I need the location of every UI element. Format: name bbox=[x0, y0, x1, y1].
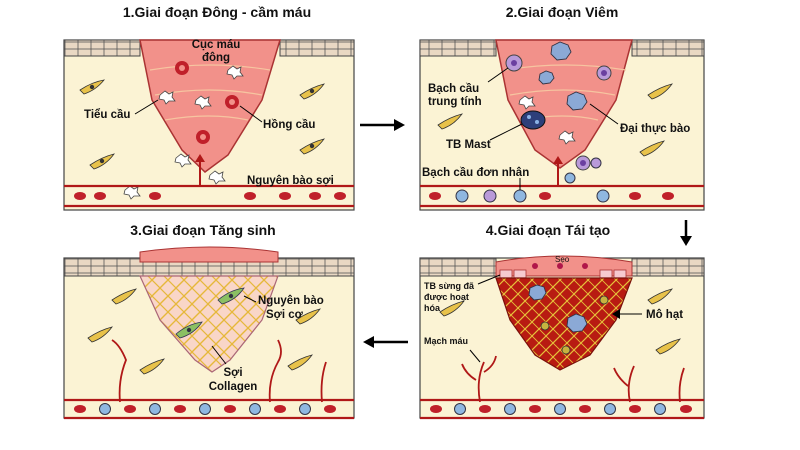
myofibroblasts bbox=[175, 287, 245, 339]
label-monocyte: Bạch cầu đơn nhân bbox=[422, 167, 529, 179]
granulation-tissue bbox=[495, 277, 633, 371]
panel-1-hemostasis: 1.Giai đoạn Đông - cầm máu bbox=[63, 4, 355, 211]
label-platelets: Tiểu cầu bbox=[84, 109, 130, 121]
label-granulation: Mô hạt bbox=[646, 309, 683, 321]
arrow-1-to-2 bbox=[360, 119, 405, 131]
label-blood-vessel: Mạch máu bbox=[424, 336, 468, 346]
label-scar: Sẹo bbox=[555, 255, 570, 264]
fibroblasts bbox=[437, 83, 673, 157]
panel-1-title: 1.Giai đoạn Đông - cầm máu bbox=[123, 4, 311, 20]
epidermis-right bbox=[631, 39, 705, 57]
arrow-2-to-4 bbox=[680, 220, 692, 246]
panel-4-title: 4.Giai đoạn Tái tạo bbox=[486, 222, 610, 238]
vessel-cells bbox=[430, 403, 692, 415]
panel-4-remodeling: 4.Giai đoạn Tái tạo bbox=[419, 222, 705, 420]
neutrophils bbox=[505, 54, 612, 171]
red-blood-cells bbox=[175, 61, 239, 144]
scar bbox=[495, 255, 633, 277]
epidermis-right bbox=[279, 39, 355, 57]
mast-cell bbox=[520, 110, 546, 130]
panel-3-title: 3.Giai đoạn Tăng sinh bbox=[130, 222, 275, 238]
panel-2-title: 2.Giai đoạn Viêm bbox=[506, 4, 619, 20]
epidermis-left bbox=[419, 257, 497, 277]
vessel-cells bbox=[74, 403, 336, 415]
vessel-red-cells bbox=[74, 192, 346, 200]
label-macrophage: Đại thực bào bbox=[620, 123, 690, 135]
epidermis-left bbox=[63, 39, 141, 57]
collagen-matrix bbox=[139, 275, 279, 373]
platelets bbox=[518, 95, 576, 145]
label-fibroblast: Nguyên bào sợi bbox=[247, 175, 334, 187]
arrow-4-to-3 bbox=[363, 336, 408, 348]
fibroblasts bbox=[79, 79, 325, 170]
scab bbox=[139, 246, 279, 263]
label-red-cells: Hồng cầu bbox=[263, 119, 315, 131]
new-capillaries bbox=[111, 339, 327, 403]
vessel-cells bbox=[429, 157, 674, 203]
fibroblasts bbox=[87, 288, 321, 375]
panel-3-proliferation: 3.Giai đoạn Tăng sinh bbox=[63, 222, 355, 420]
macrophages bbox=[538, 41, 588, 111]
fibroblasts bbox=[439, 288, 681, 355]
macrophages bbox=[528, 284, 588, 333]
platelets bbox=[123, 65, 244, 200]
epidermis-right bbox=[631, 257, 705, 277]
granulation-cells bbox=[540, 295, 609, 355]
label-mast-cell: TB Mast bbox=[446, 139, 491, 151]
epidermis-left bbox=[419, 39, 497, 57]
keratinocyte-nuclei bbox=[532, 263, 588, 269]
panel-2-inflammation: 2.Giai đoạn Viêm bbox=[419, 4, 705, 211]
